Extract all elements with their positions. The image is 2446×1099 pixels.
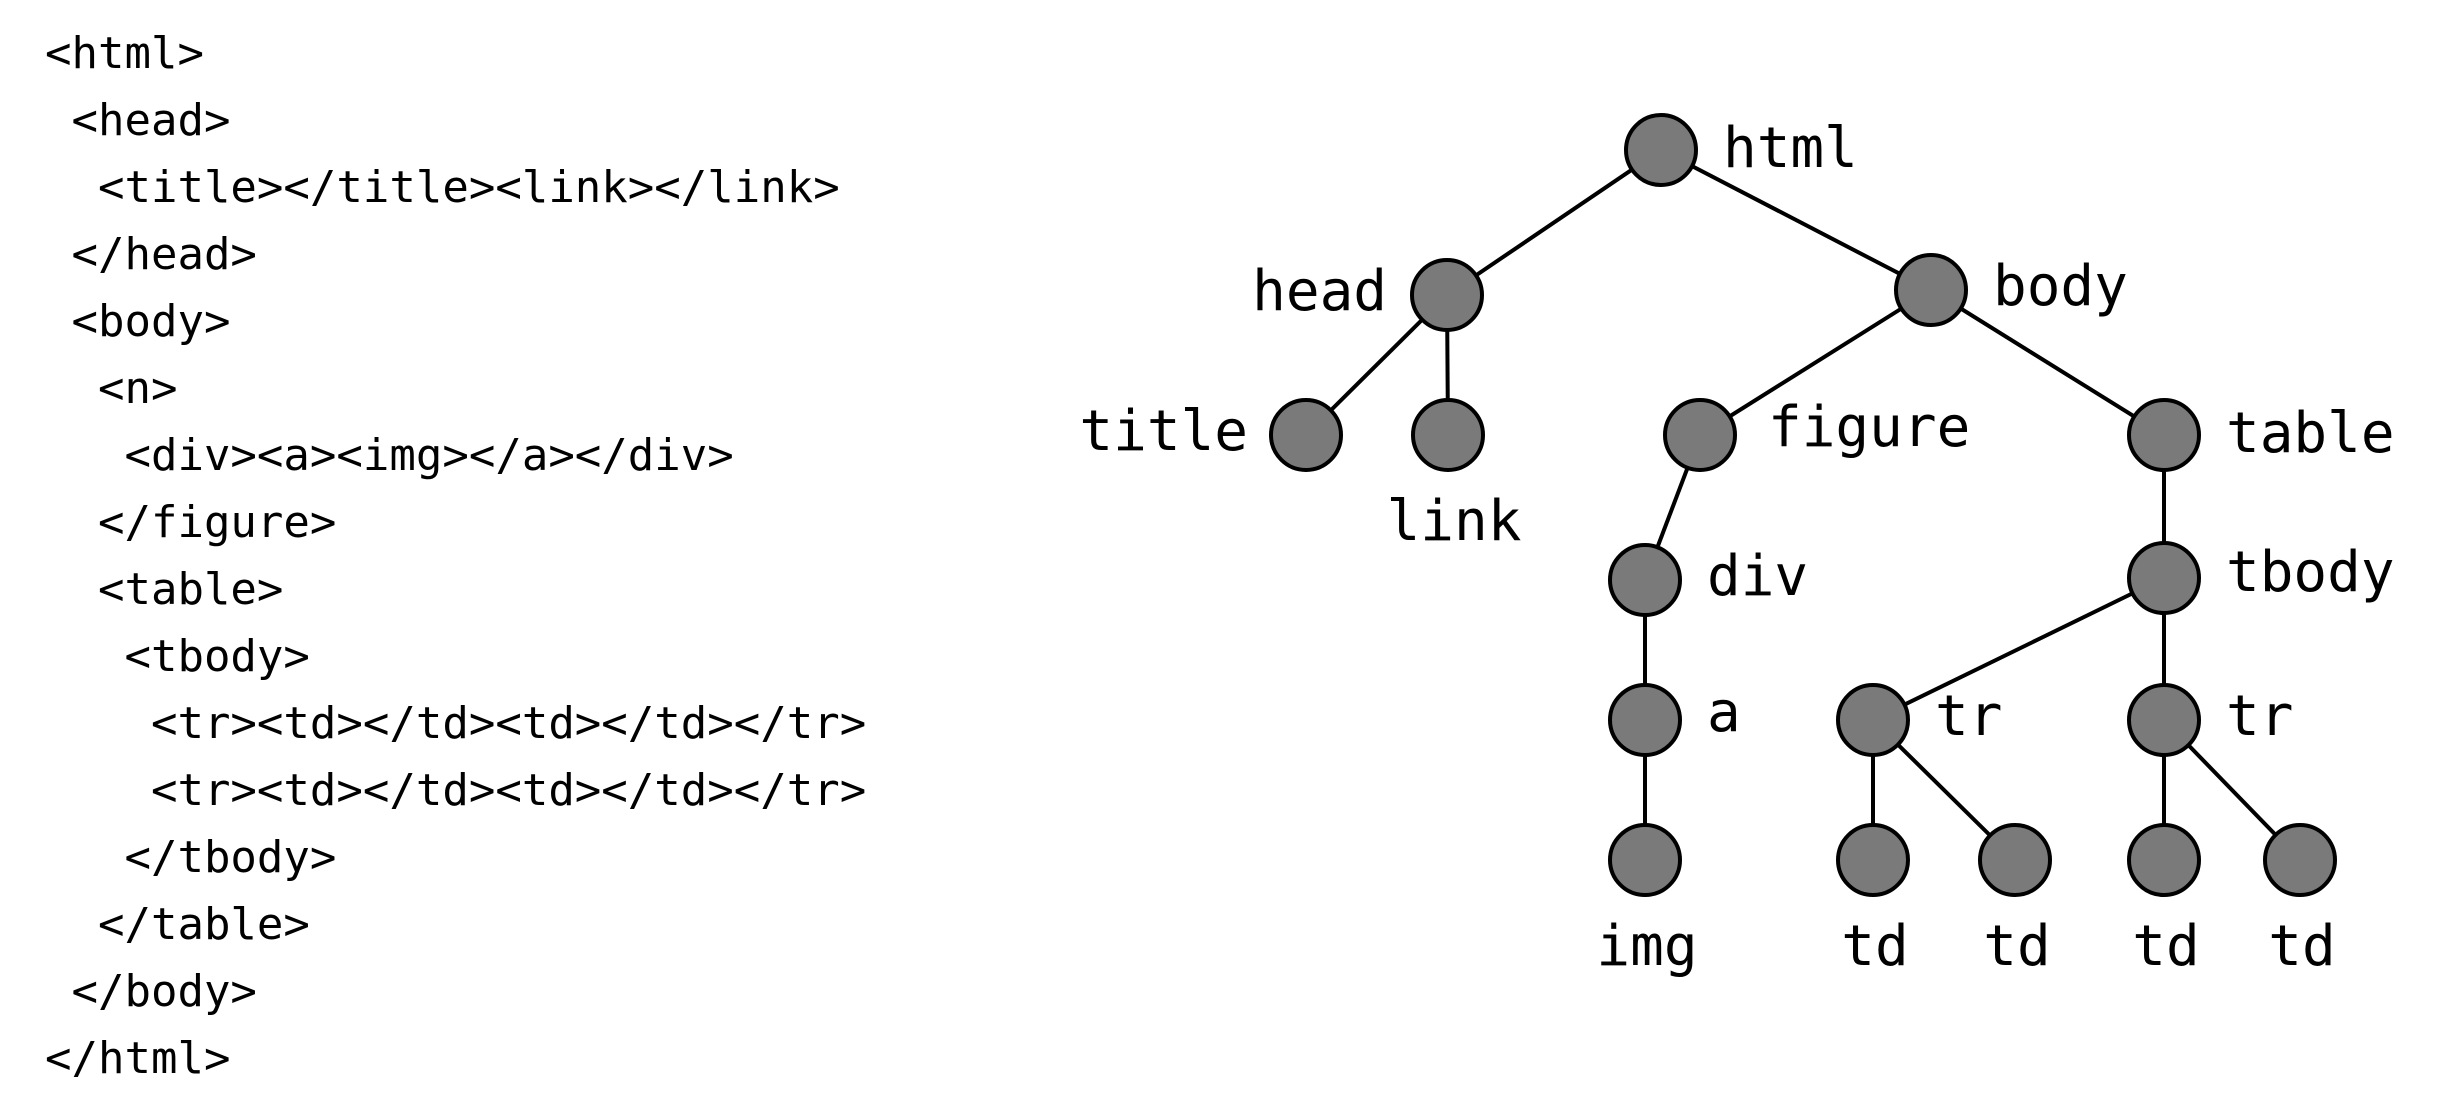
tree-node-label-td2: td — [1983, 914, 2050, 979]
tree-node-label-tr2: tr — [2226, 684, 2293, 749]
tree-edge-html-head — [1445, 148, 1663, 297]
code-line: <html> — [45, 28, 204, 79]
code-line: <body> — [45, 296, 231, 347]
tree-node-div — [1608, 543, 1682, 617]
code-line: <div><a><img></a></div> — [45, 430, 734, 481]
tree-node-title — [1269, 398, 1343, 472]
code-line: <table> — [45, 564, 284, 615]
tree-node-td2 — [1978, 823, 2052, 897]
tree-node-label-tbody: tbody — [2226, 540, 2395, 605]
tree-edge-body-figure — [1698, 288, 1933, 437]
tree-node-tbody — [2127, 541, 2201, 615]
tree-node-tr1 — [1836, 683, 1910, 757]
tree-nodes — [1269, 113, 2337, 897]
tree-node-td1 — [1836, 823, 1910, 897]
code-line: <tbody> — [45, 631, 310, 682]
code-line: </head> — [45, 229, 257, 280]
code-line: </body> — [45, 966, 257, 1017]
tree-node-img — [1608, 823, 1682, 897]
tree-edge-body-table — [1929, 288, 2166, 437]
tree-node-figure — [1663, 398, 1737, 472]
tree-node-label-td1: td — [1841, 914, 1908, 979]
tree-node-table — [2127, 398, 2201, 472]
tree-node-label-body: body — [1993, 254, 2128, 319]
code-line: <tr><td></td><td></td></tr> — [45, 698, 867, 749]
code-line: </figure> — [45, 497, 337, 548]
tree-node-label-td3: td — [2132, 914, 2199, 979]
tree-node-tr2 — [2127, 683, 2201, 757]
html-source-code: <html> <head> <title></title><link></lin… — [0, 0, 1040, 1099]
tree-node-a — [1608, 683, 1682, 757]
tree-node-td4 — [2263, 823, 2337, 897]
tree-node-body — [1894, 253, 1968, 327]
tree-node-label-table: table — [2226, 401, 2395, 466]
code-line: </html> — [45, 1033, 231, 1084]
code-line: <head> — [45, 95, 231, 146]
tree-node-label-td4: td — [2268, 914, 2335, 979]
tree-node-label-div: div — [1707, 544, 1808, 609]
tree-node-head — [1410, 258, 1484, 332]
tree-node-link — [1411, 398, 1485, 472]
tree-node-label-a: a — [1707, 680, 1741, 745]
code-line: <tr><td></td><td></td></tr> — [45, 765, 867, 816]
tree-node-label-img: img — [1596, 914, 1697, 979]
code-line: <title></title><link></link> — [45, 162, 840, 213]
tree-node-label-title: title — [1079, 399, 1248, 464]
tree-labels: html head body title link figure table div tbody… — [1079, 116, 2394, 979]
tree-edge-html-body — [1660, 148, 1932, 292]
tree-node-label-tr1: tr — [1935, 684, 2002, 749]
tree-node-html — [1624, 113, 1698, 187]
tree-node-label-figure: figure — [1768, 395, 1970, 460]
tree-node-label-html: html — [1723, 116, 1858, 181]
code-line: </tbody> — [45, 832, 337, 883]
code-line: </table> — [45, 899, 310, 950]
code-line: <n> — [45, 363, 178, 414]
tree-node-td3 — [2127, 823, 2201, 897]
tree-edge-tbody-tr1 — [1872, 576, 2165, 722]
tree-node-label-head: head — [1252, 259, 1387, 324]
tree-node-label-link: link — [1387, 489, 1522, 554]
